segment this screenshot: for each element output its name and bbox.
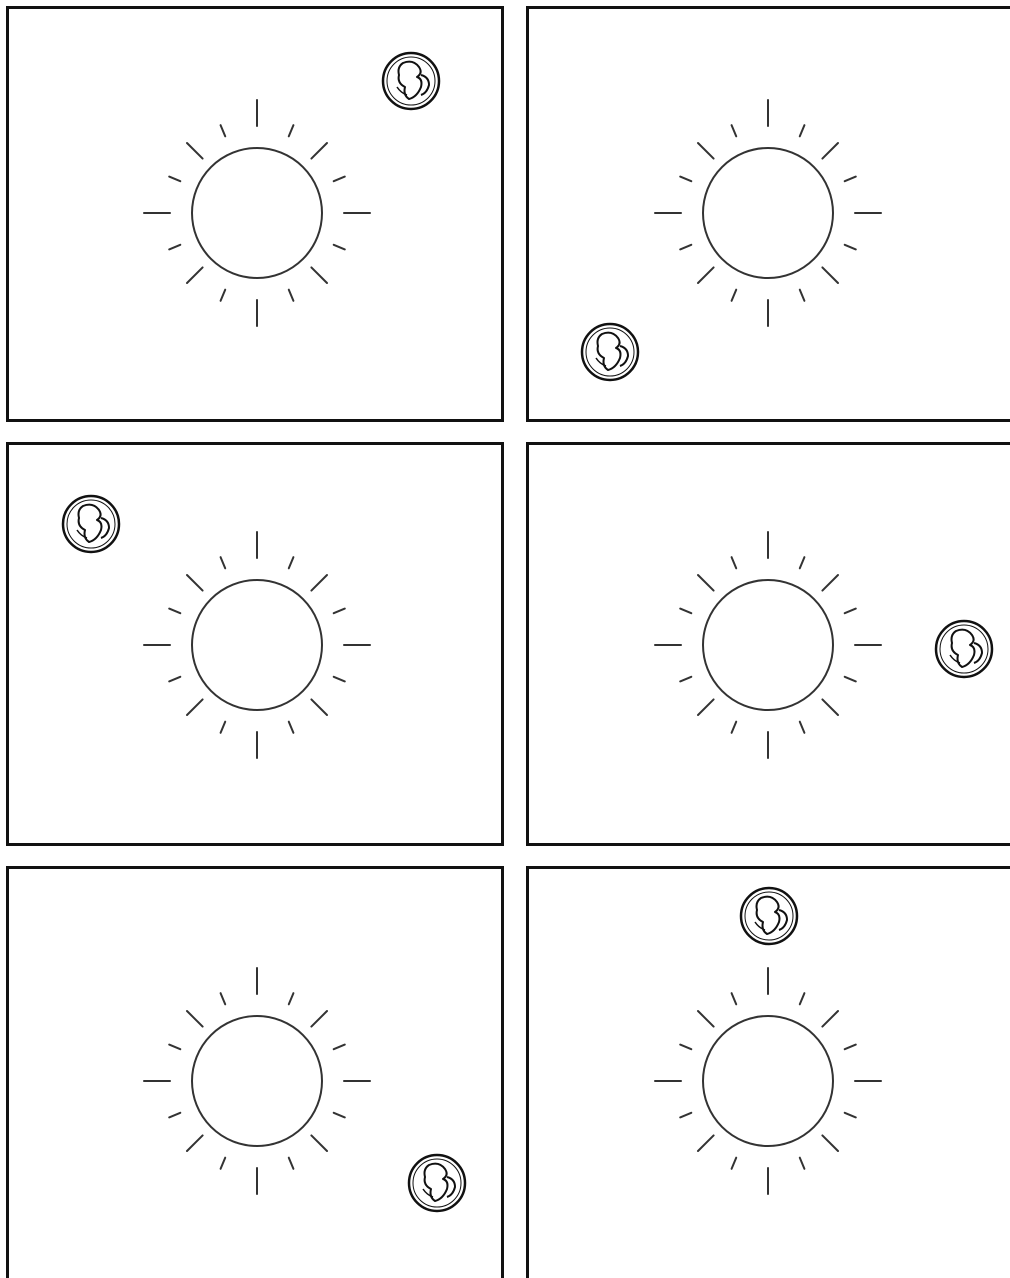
- sun-ray: [822, 143, 838, 159]
- sun-ray: [822, 1011, 838, 1027]
- sun-ray: [221, 1158, 226, 1169]
- sun-ray: [680, 245, 691, 250]
- sun-ray: [289, 993, 294, 1004]
- sun-ray: [169, 1113, 180, 1118]
- sun-ray: [311, 699, 327, 715]
- sun-ray: [311, 575, 327, 591]
- sun-ray: [680, 1045, 691, 1050]
- sun-ray: [800, 993, 805, 1004]
- sun-ray: [732, 1158, 737, 1169]
- sun-ray: [698, 143, 714, 159]
- sun-ray: [334, 177, 345, 182]
- sun-ray: [800, 722, 805, 733]
- sun-icon: [655, 100, 881, 326]
- sun-ray: [334, 677, 345, 682]
- sun-ray: [680, 609, 691, 614]
- sun-ray: [822, 1135, 838, 1151]
- sun-ray: [221, 290, 226, 301]
- panel-1-drawing: [9, 9, 501, 419]
- sun-ray: [732, 722, 737, 733]
- sun-ray: [800, 125, 805, 136]
- sun-ray: [311, 1135, 327, 1151]
- sun-ray: [169, 677, 180, 682]
- sun-ray: [845, 177, 856, 182]
- sun-ray: [845, 1113, 856, 1118]
- sun-ray: [187, 1011, 203, 1027]
- sun-ray: [334, 245, 345, 250]
- panel-5-drawing: [9, 869, 501, 1278]
- sun-ray: [334, 609, 345, 614]
- sun-ray: [334, 1113, 345, 1118]
- sun-ray: [800, 1158, 805, 1169]
- sun-ray: [169, 1045, 180, 1050]
- sun-ray: [187, 1135, 203, 1151]
- sun-ray: [732, 557, 737, 568]
- sun-ray: [845, 677, 856, 682]
- sun-ray: [334, 1045, 345, 1050]
- panel-2-drawing: [529, 9, 1010, 419]
- sun-ray: [800, 557, 805, 568]
- sun-ray: [698, 1135, 714, 1151]
- sun-ray: [822, 699, 838, 715]
- sun-ray: [289, 1158, 294, 1169]
- sun-ray: [822, 575, 838, 591]
- sun-ray: [732, 290, 737, 301]
- orbit-panel-3: [6, 442, 504, 846]
- sun-ray: [289, 290, 294, 301]
- earth-globe-icon: [383, 53, 439, 109]
- sun-ray: [221, 125, 226, 136]
- panel-3-drawing: [9, 445, 501, 843]
- sun-ray: [845, 245, 856, 250]
- sun-ray: [169, 177, 180, 182]
- sun-ray: [169, 609, 180, 614]
- orbit-panel-5: [6, 866, 504, 1278]
- sun-ray: [698, 1011, 714, 1027]
- sun-ray: [311, 267, 327, 283]
- sun-ray: [822, 267, 838, 283]
- earth-globe-icon: [582, 324, 638, 380]
- earth-globe-icon: [741, 888, 797, 944]
- sun-ray: [187, 267, 203, 283]
- sun-ray: [698, 699, 714, 715]
- sun-ray: [698, 575, 714, 591]
- sun-ray: [732, 993, 737, 1004]
- sun-ray: [169, 245, 180, 250]
- sun-ray: [845, 609, 856, 614]
- sun-ray: [221, 557, 226, 568]
- earth-globe-icon: [409, 1155, 465, 1211]
- sun-ray: [311, 143, 327, 159]
- sun-ray: [221, 722, 226, 733]
- orbit-panel-1: [6, 6, 504, 422]
- sun-ray: [680, 177, 691, 182]
- sun-ray: [187, 575, 203, 591]
- sun-ray: [289, 722, 294, 733]
- sun-icon: [144, 532, 370, 758]
- sun-ray: [732, 125, 737, 136]
- sun-ray: [187, 699, 203, 715]
- sun-ray: [800, 290, 805, 301]
- sun-ray: [845, 1045, 856, 1050]
- sun-icon: [144, 100, 370, 326]
- sun-ray: [680, 1113, 691, 1118]
- sun-ray: [289, 125, 294, 136]
- orbit-panel-4: [526, 442, 1010, 846]
- earth-globe-icon: [63, 496, 119, 552]
- orbit-panel-6: [526, 866, 1010, 1278]
- sun-icon: [655, 968, 881, 1194]
- sun-ray: [221, 993, 226, 1004]
- sun-ray: [698, 267, 714, 283]
- panel-4-drawing: [529, 445, 1010, 843]
- orbit-panel-2: [526, 6, 1010, 422]
- sun-icon: [655, 532, 881, 758]
- sun-ray: [187, 143, 203, 159]
- sun-ray: [311, 1011, 327, 1027]
- earth-globe-icon: [936, 621, 992, 677]
- panel-6-drawing: [529, 869, 1010, 1278]
- sun-ray: [680, 677, 691, 682]
- sun-icon: [144, 968, 370, 1194]
- sun-ray: [289, 557, 294, 568]
